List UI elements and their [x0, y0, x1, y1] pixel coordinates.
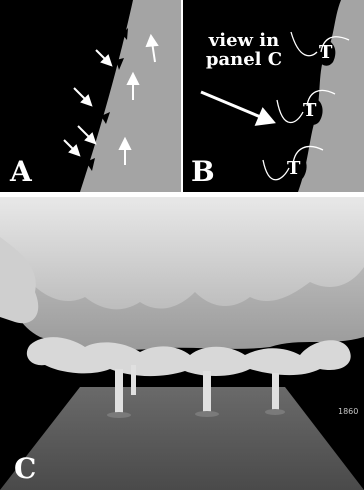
panel-b-label: B [191, 158, 215, 186]
panel-c-label: C [14, 455, 36, 483]
panel-c-image [0, 197, 364, 490]
t-marker-1: T [319, 44, 332, 62]
panel-b: view in panel C T T T B [183, 0, 364, 192]
t-marker-2: T [303, 102, 316, 120]
view-in-panel-c-annotation: view in panel C [199, 32, 289, 70]
frame-number: 1860 [338, 407, 358, 416]
annotation-line-2: panel C [199, 51, 289, 70]
panel-c: 1860 C [0, 197, 364, 490]
t-marker-3: T [287, 160, 300, 178]
panel-a-label: A [10, 158, 32, 186]
panel-a: A [0, 0, 181, 192]
